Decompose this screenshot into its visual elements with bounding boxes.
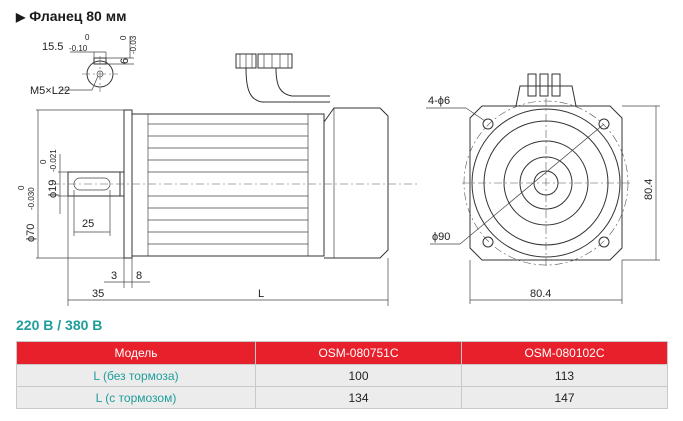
row-label: L (без тормоза) [16,364,256,387]
key-depth-tol-upper: 0 [119,35,128,40]
table-header-model-2: OSM-080102C [461,341,668,365]
cable-2 [275,67,330,97]
table-row: L (без тормоза) 100 113 [16,364,668,387]
cooling-fins [148,123,308,245]
table-cell: 113 [461,364,668,387]
flange-tol-lower: -0.030 [27,187,36,210]
square-width-label: 80.4 [530,288,551,300]
shaft-end-detail: 15.5 0 -0.10 6 0 -0.03 M5×L22 [30,33,138,97]
side-view: ϕ70 0 -0.030 ϕ19 0 -0.021 25 3 8 35 L [17,53,420,306]
table-header-model: Модель [16,341,256,365]
mount-hole-4 [598,236,610,248]
title-text: Фланец 80 мм [29,8,127,24]
shaft-diameter-label: ϕ19 [47,180,59,198]
motor-body [131,113,325,257]
flange-thickness-label: 8 [136,270,142,282]
key-width-label: 15.5 [42,41,63,53]
cable-1 [245,67,330,103]
mount-hole-1 [482,118,494,130]
key-depth-tol-lower: -0.03 [129,35,138,54]
rear-cover [323,107,389,259]
connector-housing [515,85,577,107]
key-length-label: 25 [82,218,94,230]
connector-pin-2 [539,73,549,97]
key-width-tol-upper: 0 [85,33,90,42]
connector-pin-1 [527,73,537,97]
mount-hole-3 [482,236,494,248]
key-depth-label: 6 [119,58,131,64]
thread-label: M5×L22 [30,85,70,97]
pcd-label: ϕ90 [432,231,450,243]
connector-2 [257,53,293,69]
motor-drawing: 15.5 0 -0.10 6 0 -0.03 M5×L22 [17,33,660,306]
connector-pin-3 [551,73,561,97]
square-flange [469,105,623,261]
square-height-label: 80.4 [643,179,655,200]
mount-hole-2 [598,118,610,130]
body-length-label: L [258,288,264,300]
table-header-row: Модель OSM-080751C OSM-080102C [16,341,668,365]
row-label: L (с тормозом) [16,386,256,409]
flange-diameter-label: ϕ70 [25,224,37,242]
front-view: 4-ϕ6 ϕ90 80.4 80.4 [426,73,660,304]
flange-tol-upper: 0 [17,185,26,190]
table-row: L (с тормозом) 134 147 [16,386,668,409]
shaft-tol-lower: -0.021 [49,149,58,172]
key-width-tol-lower: -0.10 [69,44,88,53]
table-header-model-1: OSM-080751C [255,341,462,365]
shaft-length-label: 35 [92,288,104,300]
table-cell: 134 [255,386,462,409]
voltage-label: 220 В / 380 В [16,317,103,333]
shaft-tol-upper: 0 [39,159,48,164]
holes-label: 4-ϕ6 [428,95,450,107]
table-cell: 100 [255,364,462,387]
play-arrow-icon: ▶ [16,10,26,24]
model-table: Модель OSM-080751C OSM-080102C L (без то… [16,341,668,409]
table-cell: 147 [461,386,668,409]
page-title: ▶Фланец 80 мм [16,8,126,24]
flange-step-label: 3 [111,270,117,282]
